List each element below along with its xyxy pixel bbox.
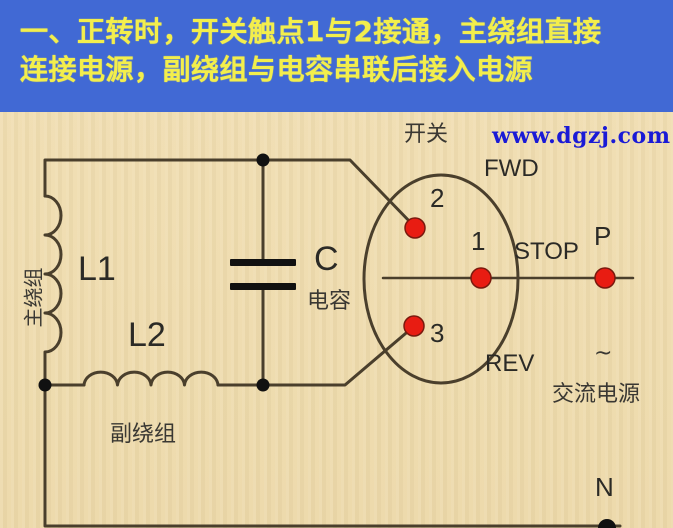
contact-2-label: 2: [430, 183, 445, 213]
main-winding-label: L1: [78, 250, 116, 288]
top-wire: [43, 158, 416, 228]
contact-3-label: 3: [430, 318, 445, 348]
neutral-node: [598, 519, 616, 528]
aux-winding-coil: [82, 370, 220, 387]
contact-2: [404, 217, 426, 239]
title-banner: 一、正转时，开关触点1与2接通，主绕组直接 连接电源，副绕组与电容串联后接入电源: [0, 0, 673, 112]
contact-p: [594, 267, 616, 289]
aux-to-switch-wire: [216, 326, 414, 387]
capacitor-caption: 电容: [307, 289, 352, 314]
ac-symbol: ~: [594, 341, 613, 366]
junction-node-capacitor-bottom: [256, 378, 270, 392]
power-caption: 交流电源: [552, 382, 641, 407]
capacitor-plates: [230, 259, 296, 290]
main-winding-caption: 主绕组: [21, 267, 46, 328]
contact-1: [470, 267, 492, 289]
switch-position-fwd: FWD: [484, 155, 539, 182]
aux-winding-label: L2: [128, 316, 166, 354]
watermark-text: www.dgzj.com: [492, 123, 671, 149]
power-neutral-label: N: [595, 472, 614, 502]
contact-3: [403, 315, 425, 337]
switch-position-rev: REV: [485, 350, 535, 377]
switch-caption: 开关: [404, 122, 449, 147]
aux-winding-caption: 副绕组: [110, 422, 177, 447]
junction-node-top: [256, 153, 270, 167]
power-live-label: P: [594, 221, 612, 251]
junction-node-left: [38, 378, 52, 392]
contact-1-label: 1: [471, 226, 486, 256]
left-return-wire: [43, 383, 622, 528]
main-winding-coil: [43, 194, 63, 387]
capacitor-label: C: [314, 240, 339, 278]
switch-position-stop: STOP: [514, 238, 579, 265]
banner-title-line-2: 连接电源，副绕组与电容串联后接入电源: [20, 53, 534, 86]
diagram-background: [0, 112, 673, 528]
banner-title-line-1: 一、正转时，开关触点1与2接通，主绕组直接: [20, 15, 602, 48]
